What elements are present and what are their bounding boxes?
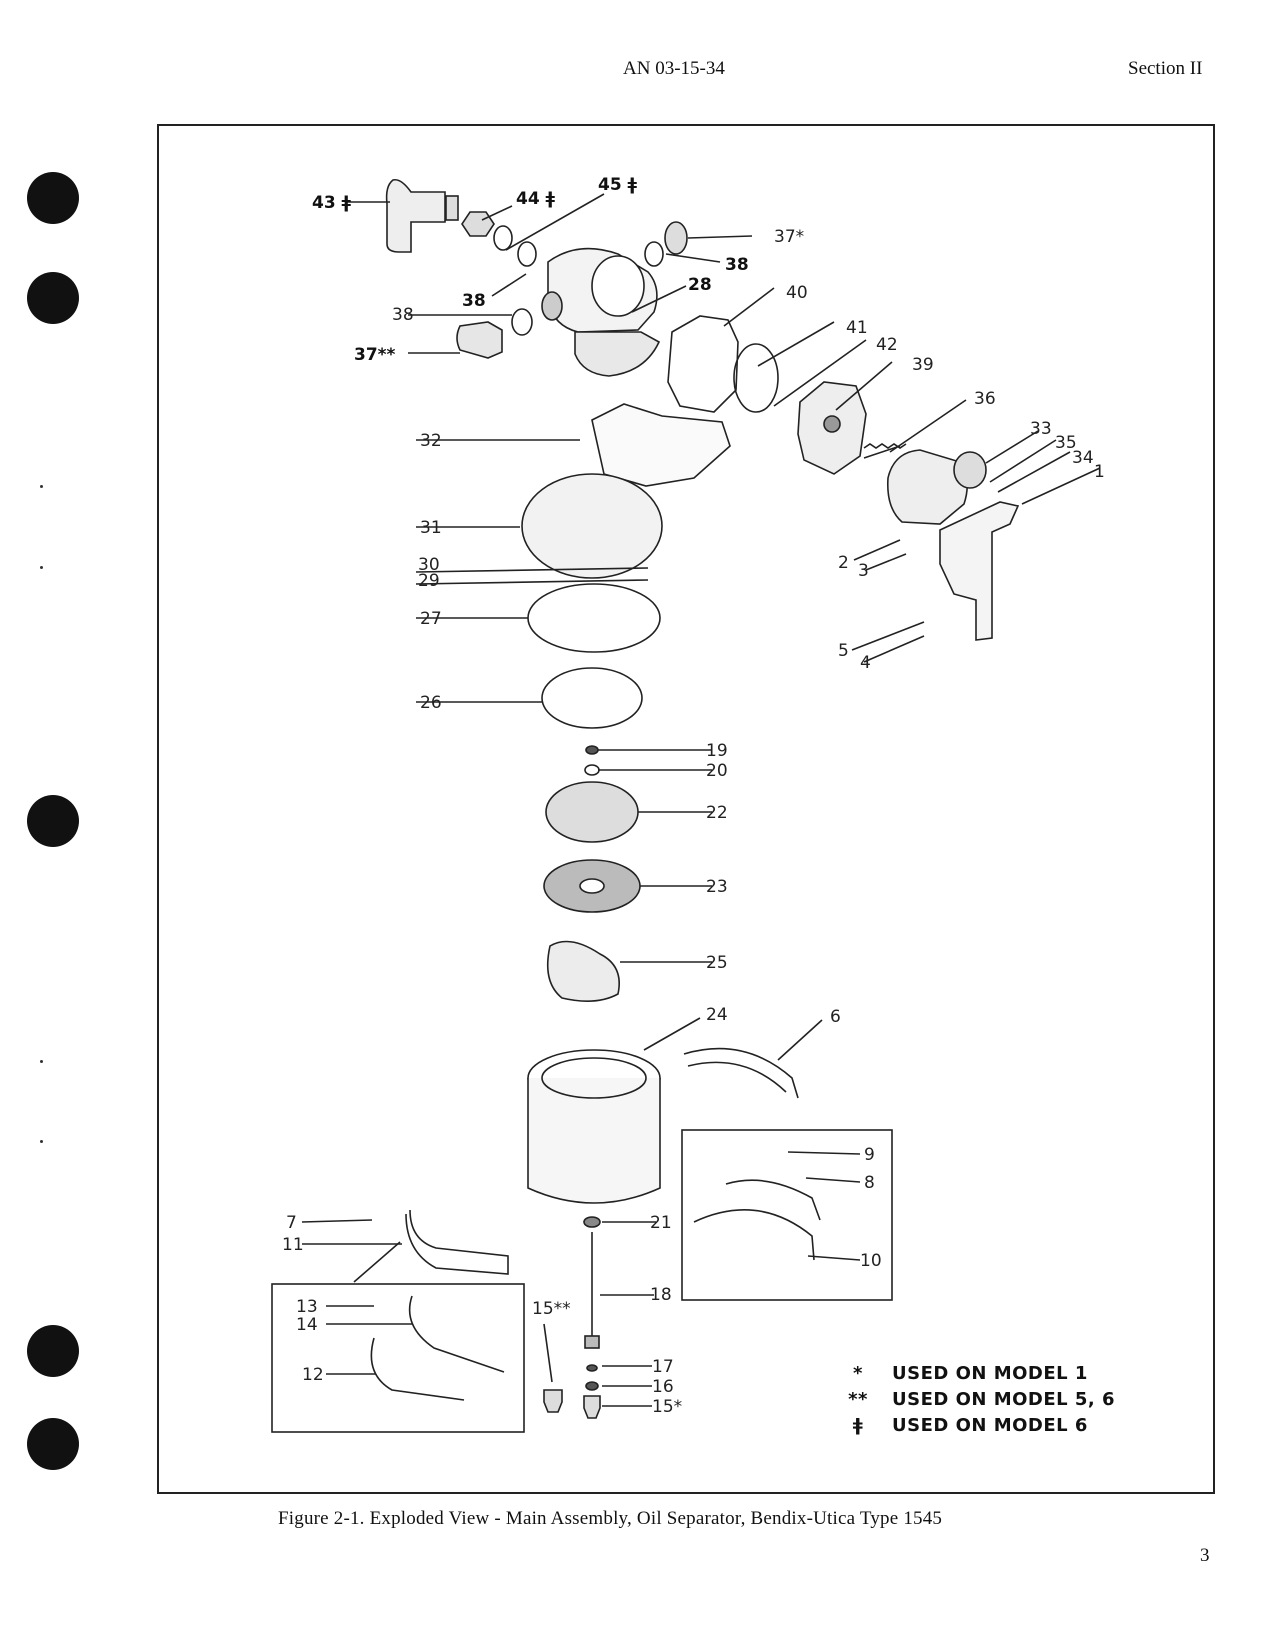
legend-symbol-2: ** bbox=[848, 1389, 868, 1410]
legend-text-1: USED ON MODEL 1 bbox=[892, 1363, 1088, 1384]
callout-38-center: 38 bbox=[462, 291, 486, 311]
figure-frame bbox=[157, 124, 1215, 1494]
callout-5: 5 bbox=[838, 641, 849, 661]
scan-speck bbox=[40, 485, 43, 488]
binder-hole-1 bbox=[27, 172, 79, 224]
callout-30: 30 bbox=[418, 555, 440, 575]
legend-symbol-3: ǂ bbox=[853, 1415, 863, 1436]
legend-symbol-1: * bbox=[853, 1363, 863, 1384]
callout-1: 1 bbox=[1094, 462, 1105, 482]
callout-38-right: 38 bbox=[725, 255, 749, 275]
callout-12: 12 bbox=[302, 1365, 324, 1385]
callout-35: 35 bbox=[1055, 433, 1077, 453]
callout-40: 40 bbox=[786, 283, 808, 303]
callout-16: 16 bbox=[652, 1377, 674, 1397]
callout-18: 18 bbox=[650, 1285, 672, 1305]
callout-32: 32 bbox=[420, 431, 442, 451]
callout-34: 34 bbox=[1072, 448, 1094, 468]
binder-hole-3 bbox=[27, 795, 79, 847]
callout-22: 22 bbox=[706, 803, 728, 823]
section-heading: Section II bbox=[1128, 58, 1203, 79]
callout-19: 19 bbox=[706, 741, 728, 761]
callout-10: 10 bbox=[860, 1251, 882, 1271]
callout-41: 41 bbox=[846, 318, 868, 338]
callout-13: 13 bbox=[296, 1297, 318, 1317]
callout-24: 24 bbox=[706, 1005, 728, 1025]
callout-3: 3 bbox=[858, 561, 869, 581]
callout-37-star: 37* bbox=[774, 227, 804, 247]
callout-27: 27 bbox=[420, 609, 442, 629]
callout-44: 44 ǂ bbox=[516, 189, 556, 209]
callout-9: 9 bbox=[864, 1145, 875, 1165]
callout-8: 8 bbox=[864, 1173, 875, 1193]
callout-31: 31 bbox=[420, 518, 442, 538]
callout-17: 17 bbox=[652, 1357, 674, 1377]
callout-39: 39 bbox=[912, 355, 934, 375]
callout-14: 14 bbox=[296, 1315, 318, 1335]
callout-42: 42 bbox=[876, 335, 898, 355]
callout-2: 2 bbox=[838, 553, 849, 573]
binder-hole-4 bbox=[27, 1325, 79, 1377]
callout-26: 26 bbox=[420, 693, 442, 713]
callout-15-star: 15* bbox=[652, 1397, 682, 1417]
callout-25: 25 bbox=[706, 953, 728, 973]
callout-45: 45 ǂ bbox=[598, 175, 638, 195]
callout-33: 33 bbox=[1030, 419, 1052, 439]
callout-6: 6 bbox=[830, 1007, 841, 1027]
scan-speck bbox=[40, 1140, 43, 1143]
callout-43: 43 ǂ bbox=[312, 193, 352, 213]
callout-15-double-star: 15** bbox=[532, 1299, 571, 1319]
callout-7: 7 bbox=[286, 1213, 297, 1233]
binder-hole-5 bbox=[27, 1418, 79, 1470]
callout-37-double-star: 37** bbox=[354, 345, 396, 365]
callout-36: 36 bbox=[974, 389, 996, 409]
callout-21: 21 bbox=[650, 1213, 672, 1233]
callout-20: 20 bbox=[706, 761, 728, 781]
callout-23: 23 bbox=[706, 877, 728, 897]
callout-4: 4 bbox=[860, 653, 871, 673]
binder-hole-2 bbox=[27, 272, 79, 324]
document-number: AN 03-15-34 bbox=[623, 58, 725, 79]
legend-text-2: USED ON MODEL 5, 6 bbox=[892, 1389, 1115, 1410]
scan-speck bbox=[40, 566, 43, 569]
callout-28: 28 bbox=[688, 275, 712, 295]
callout-29: 29 bbox=[418, 571, 440, 591]
legend-text-3: USED ON MODEL 6 bbox=[892, 1415, 1088, 1436]
page-number: 3 bbox=[1200, 1545, 1210, 1566]
callout-38-left: 38 bbox=[392, 305, 414, 325]
figure-caption: Figure 2-1. Exploded View - Main Assembl… bbox=[278, 1508, 943, 1529]
scan-speck bbox=[40, 1060, 43, 1063]
callout-11: 11 bbox=[282, 1235, 304, 1255]
